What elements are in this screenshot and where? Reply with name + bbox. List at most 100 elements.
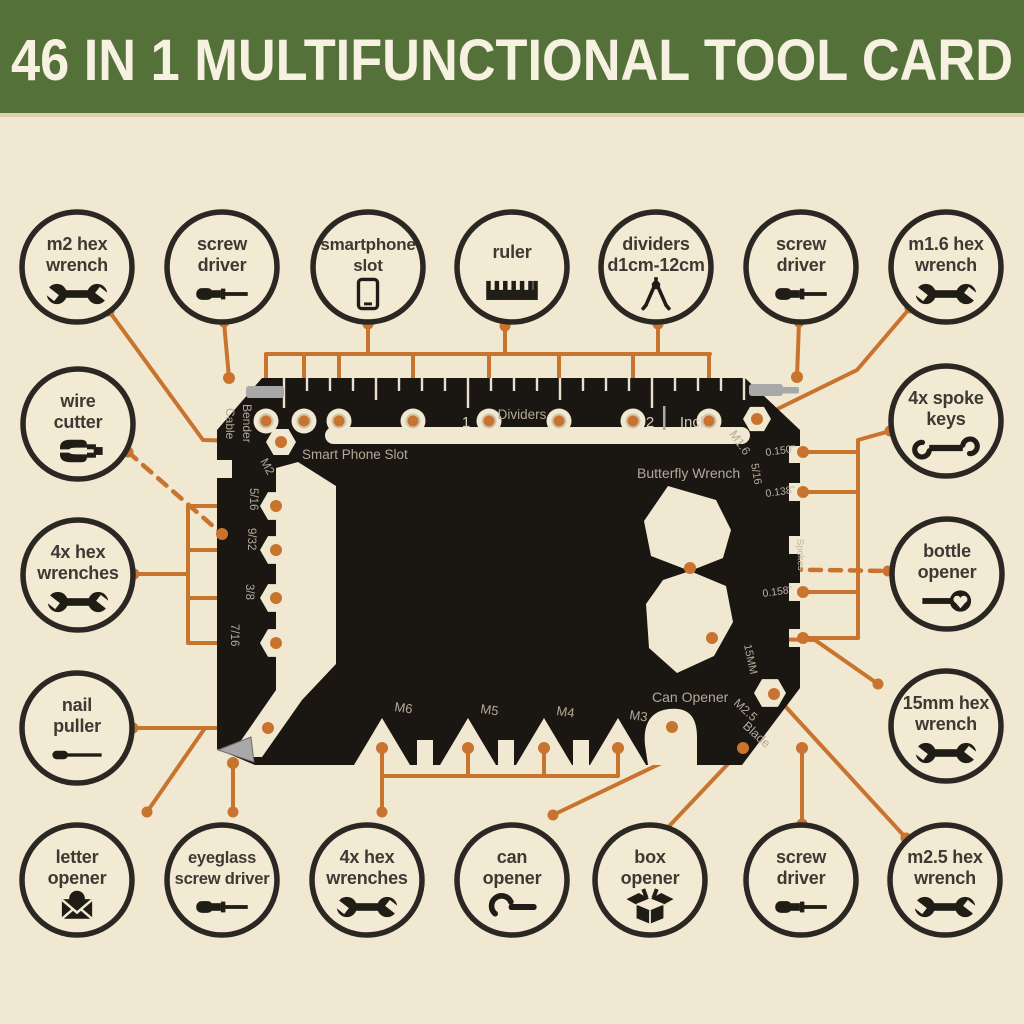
badge-label: cutter bbox=[54, 412, 103, 432]
boxopener-icon bbox=[626, 888, 674, 924]
card-body bbox=[217, 378, 800, 765]
badge-label: wrenches bbox=[36, 563, 119, 583]
wrench-icon bbox=[912, 742, 980, 764]
badge-label: opener bbox=[48, 868, 107, 888]
badge-label: can bbox=[497, 847, 527, 867]
badge-circle bbox=[888, 363, 1004, 479]
wirecutter-icon bbox=[59, 439, 103, 463]
badge-label: screw bbox=[197, 234, 248, 254]
corner-bit-right bbox=[749, 384, 783, 396]
badge-circle bbox=[19, 822, 135, 938]
badge-label: 4x hex bbox=[340, 847, 395, 867]
badge-label: screw bbox=[776, 847, 827, 867]
wrench-icon bbox=[333, 896, 401, 918]
label-m4: M4 bbox=[556, 703, 576, 720]
left-tool-cutout bbox=[240, 462, 336, 757]
label-size-9-32: 9/32 bbox=[245, 528, 257, 550]
badge-circle bbox=[310, 209, 426, 325]
badge-circle bbox=[598, 209, 714, 325]
canopener-icon bbox=[488, 893, 537, 917]
label-m5: M5 bbox=[480, 701, 500, 718]
badge-label: m2.5 hex bbox=[907, 847, 983, 867]
ruler-tick bbox=[650, 378, 654, 408]
badge-label: d1cm-12cm bbox=[607, 255, 704, 275]
badge-label: driver bbox=[777, 255, 826, 275]
badge-label: wrench bbox=[914, 255, 977, 275]
label-size-5-16: 5/16 bbox=[247, 488, 259, 510]
smartphone-slot-cutout bbox=[325, 427, 750, 444]
inch-separator bbox=[663, 406, 666, 430]
badge-circle bbox=[592, 822, 708, 938]
label-m3: M3 bbox=[629, 707, 649, 724]
bottleopener-icon bbox=[922, 590, 972, 612]
ruler-tick bbox=[351, 378, 355, 391]
label-inch-2: 2 bbox=[646, 414, 654, 431]
header-banner: 46 IN 1 MULTIFUNCTIONAL TOOL CARD bbox=[0, 0, 1024, 117]
badge-circle bbox=[19, 670, 135, 786]
badge-circle bbox=[164, 822, 280, 938]
metal-details bbox=[216, 384, 799, 763]
screwdriver-icon bbox=[196, 288, 248, 300]
header-background bbox=[0, 0, 1024, 113]
badge-label: box bbox=[634, 847, 666, 867]
label-smart-phone-slot: Smart Phone Slot bbox=[302, 447, 408, 462]
connector-metric-notches bbox=[380, 746, 620, 814]
label-size-7-16: 7/16 bbox=[228, 624, 240, 646]
label-size-5-16-right: 5/16 bbox=[748, 462, 764, 485]
ruler-tick bbox=[581, 378, 585, 391]
label-spokes: Spokes bbox=[794, 539, 806, 571]
label-butterfly-wrench: Butterfly Wrench bbox=[637, 465, 740, 481]
badge-label: smartphone bbox=[320, 235, 415, 254]
badge-ruler: ruler bbox=[454, 209, 570, 325]
screwdriver-icon bbox=[196, 901, 248, 913]
label-cable-bender: Bender bbox=[240, 404, 254, 443]
label-cable-bender: Cable bbox=[223, 408, 237, 440]
notch-slot-2 bbox=[498, 740, 514, 765]
badge-circle bbox=[743, 209, 859, 325]
badge-label: 4x hex bbox=[51, 542, 106, 562]
corner-clip-left bbox=[246, 386, 284, 398]
badge-label: m1.6 hex bbox=[908, 234, 984, 254]
ruler-icon bbox=[486, 280, 538, 300]
badge-label: bottle bbox=[923, 541, 971, 561]
wrench-icon bbox=[911, 896, 979, 918]
nail-puller-tip bbox=[216, 736, 255, 763]
connector-m1-6-hex bbox=[755, 306, 912, 421]
badge-label: ruler bbox=[492, 242, 531, 262]
dividers-icon bbox=[641, 277, 671, 311]
badge-label: 15mm hex bbox=[903, 693, 990, 713]
badge-label: driver bbox=[198, 255, 247, 275]
badge-label: 4x spoke bbox=[908, 388, 984, 408]
divider-hole-rings bbox=[258, 413, 717, 429]
badge-circle bbox=[164, 209, 280, 325]
wrench-icon bbox=[44, 591, 112, 613]
ruler-tick bbox=[374, 378, 378, 400]
badge-circle bbox=[743, 822, 859, 938]
connector-dots bbox=[103, 302, 916, 846]
ruler-tick bbox=[420, 378, 424, 391]
badge-label: m2 hex bbox=[47, 234, 108, 254]
tool-card: Dividers 1 2 Inch Smart Phone Slot Butte… bbox=[216, 378, 806, 765]
tool-badges: m2 hexwrenchscrewdriversmartphoneslotrul… bbox=[19, 209, 1005, 938]
notch-slot-3 bbox=[573, 740, 589, 765]
badge-label: eyeglass bbox=[188, 849, 256, 867]
ruler-tick bbox=[489, 378, 493, 391]
badge-label: opener bbox=[483, 868, 542, 888]
badge-label: letter bbox=[56, 847, 99, 867]
ruler-tick bbox=[328, 378, 332, 391]
